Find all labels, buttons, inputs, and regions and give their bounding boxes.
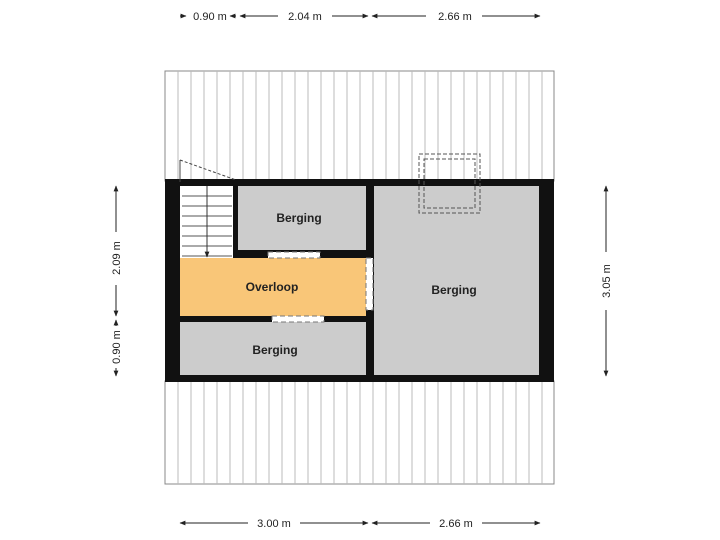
room-berging-top-left — [238, 186, 366, 250]
room-label-overloop: Overloop — [246, 280, 299, 294]
door-overloop-bottom — [271, 315, 325, 323]
room-overloop — [180, 258, 366, 316]
staircase — [180, 186, 233, 258]
dim-top-3: 2.66 m — [438, 11, 472, 23]
skylight — [418, 153, 481, 214]
stair-opening — [179, 159, 237, 182]
dim-bottom-2: 2.66 m — [439, 518, 473, 530]
roof-bottom — [164, 380, 555, 485]
door-overloop-right — [365, 257, 374, 311]
roof-top — [164, 70, 555, 182]
room-label-berging-top-left: Berging — [276, 211, 321, 225]
door-overloop-top — [267, 251, 321, 259]
dim-top-1: 0.90 m — [193, 11, 227, 23]
room-label-berging-right: Berging — [431, 283, 476, 297]
dim-right-1: 3.05 m — [601, 264, 613, 298]
room-label-berging-bottom-left: Berging — [252, 343, 297, 357]
dim-left-1: 2.09 m — [111, 241, 123, 275]
room-berging-right — [374, 186, 539, 375]
dim-top-2: 2.04 m — [288, 11, 322, 23]
room-berging-bottom-left — [180, 322, 366, 375]
dim-bottom-1: 3.00 m — [257, 518, 291, 530]
dim-left-2: 0.90 m — [111, 330, 123, 364]
